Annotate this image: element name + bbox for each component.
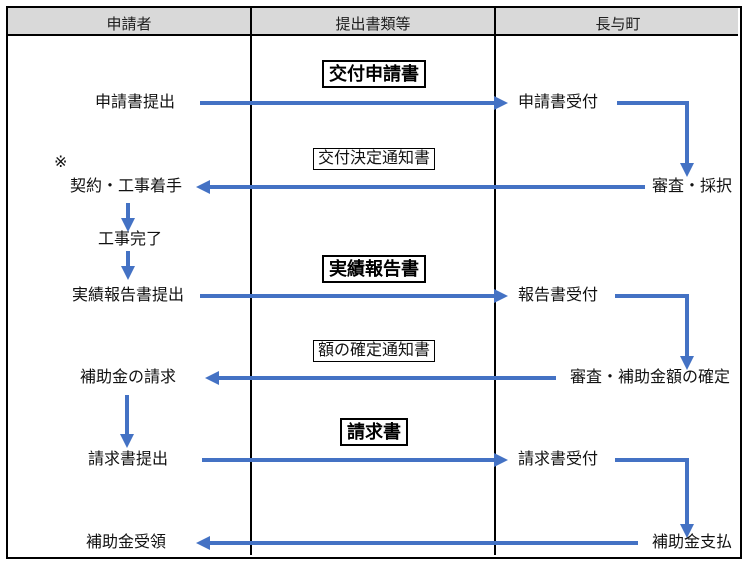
doc-label-grant-decision-notice: 交付決定通知書: [312, 148, 436, 170]
step-receive-subsidy: 補助金受領: [86, 534, 167, 551]
doc-label-amount-confirmation-notice: 額の確定通知書: [312, 340, 436, 362]
step-contract-work-start: 契約・工事着手: [70, 178, 183, 195]
table-outer-border: [6, 6, 742, 559]
step-receive-report: 報告書受付: [518, 287, 599, 304]
step-receive-invoice: 請求書受付: [518, 451, 599, 468]
elbow2-horizontal-icon: [615, 294, 687, 298]
arrow-grant-decision-icon: [196, 180, 645, 194]
section-label-performance-report: 実績報告書: [322, 255, 426, 283]
step-submit-report: 実績報告書提出: [72, 287, 185, 304]
arrow-to-report-submit-icon: [121, 251, 135, 280]
header-col-town: 長与町: [595, 16, 641, 33]
section-label-invoice: 請求書: [340, 418, 408, 446]
step-pay-subsidy: 補助金支払: [652, 534, 733, 551]
elbow3-horizontal-icon: [615, 458, 687, 462]
step-claim-subsidy: 補助金の請求: [80, 369, 177, 386]
step-submit-invoice: 請求書提出: [88, 451, 169, 468]
arrow-submit-invoice-icon: [202, 453, 508, 467]
elbow3-vertical-arrow-icon: [680, 458, 694, 538]
step-review-confirm-amount: 審査・補助金額の確定: [570, 369, 731, 386]
header-row: [8, 8, 738, 36]
arrow-submit-application-icon: [200, 96, 508, 110]
note-asterisk-mark: ※: [54, 154, 68, 171]
arrow-submit-report-icon: [200, 289, 508, 303]
step-submit-application: 申請書提出: [95, 94, 176, 111]
arrow-to-work-complete-icon: [121, 203, 135, 232]
header-col-applicant: 申請者: [106, 16, 152, 33]
column-divider-2: [494, 8, 496, 555]
elbow1-horizontal-icon: [617, 101, 687, 105]
step-work-complete: 工事完了: [98, 231, 163, 248]
arrow-amount-confirmation-icon: [205, 371, 556, 385]
elbow1-vertical-arrow-icon: [680, 101, 694, 177]
elbow2-vertical-arrow-icon: [680, 294, 694, 370]
header-col-documents: 提出書類等: [335, 16, 411, 33]
column-divider-1: [250, 8, 252, 555]
section-label-grant-application: 交付申請書: [322, 60, 426, 88]
arrow-pay-subsidy-icon: [196, 536, 638, 550]
step-receive-application: 申請書受付: [518, 94, 599, 111]
step-review-adopt: 審査・採択: [652, 178, 733, 195]
arrow-to-invoice-submit-icon: [120, 395, 134, 448]
